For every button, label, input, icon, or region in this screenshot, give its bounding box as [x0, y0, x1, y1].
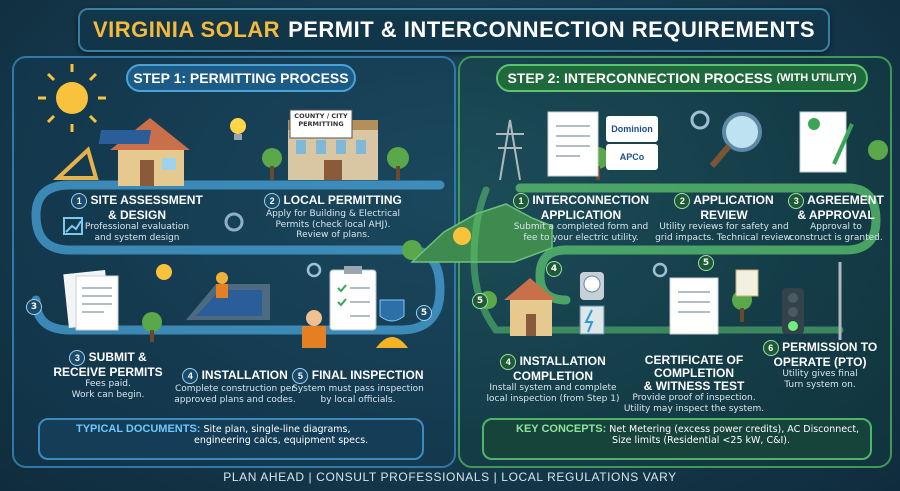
interconnect-step-3: 3 AGREEMENT & APPROVAL Approval to const…	[788, 193, 884, 243]
house-icon	[98, 118, 190, 186]
title-accent: VIRGINIA SOLAR	[92, 17, 281, 42]
step-number: 2	[264, 193, 281, 209]
magnifier-icon	[709, 112, 762, 168]
chart-icon	[63, 217, 83, 235]
title-main: PERMIT & INTERCONNECTION REQUIREMENTS	[288, 17, 816, 42]
lightbulb-icon	[230, 118, 246, 140]
step-number: 5	[292, 368, 309, 384]
gear-icon-review	[690, 110, 710, 130]
certificate-icon	[669, 269, 759, 335]
page-title: VIRGINIA SOLAR PERMIT & INTERCONNECTION …	[78, 8, 830, 52]
step-number: 4	[182, 368, 199, 384]
path-marker-left-3: 3	[26, 296, 42, 315]
permit-step-4: 4 INSTALLATION Complete construction per…	[174, 368, 296, 405]
permitting-sign-text: COUNTY / CITY PERMITTING	[294, 112, 348, 128]
permit-documents-icon	[63, 269, 119, 331]
interconnect-step-4: 4 INSTALLATION COMPLETION Install system…	[486, 354, 620, 404]
gear-icon-cert	[652, 262, 668, 278]
permitting-sign	[289, 109, 353, 139]
virginia-map-icon	[410, 203, 553, 263]
gear-icon	[224, 212, 244, 232]
path-marker-right-4: 4	[546, 258, 562, 277]
interconnection-path-lower	[470, 186, 844, 334]
step-number: 3	[788, 193, 805, 209]
permit-step-2: 2 LOCAL PERMITTING Apply for Building & …	[264, 193, 402, 240]
step1-label: STEP 1: PERMITTING PROCESS	[126, 64, 356, 92]
installation-roof-icon	[186, 272, 270, 320]
gear-icon-small	[306, 262, 322, 278]
key-concepts-label: KEY CONCEPTS:	[516, 423, 607, 435]
step2-label: STEP 2: INTERCONNECTION PROCESS (WITH UT…	[496, 64, 868, 92]
small-sun-icon	[156, 264, 172, 280]
path-marker-right-5a: 5	[698, 252, 714, 271]
typical-documents-content: TYPICAL DOCUMENTS: Site plan, single-lin…	[76, 423, 369, 447]
step2-subtitle: (WITH UTILITY)	[776, 72, 857, 84]
interconnect-step-5: CERTIFICATE OF COMPLETION & WITNESS TEST…	[623, 353, 765, 414]
hard-hat-icon	[376, 337, 408, 348]
key-concepts-bar	[482, 418, 872, 460]
inspector-icon	[302, 310, 326, 348]
interconnect-step-1: 1 INTERCONNECTION APPLICATION Submit a c…	[512, 193, 649, 243]
application-form-icon	[547, 111, 599, 177]
sun-icon	[38, 64, 106, 132]
permit-step-3: 3 SUBMIT & RECEIVE PERMITS Fees paid. Wo…	[53, 350, 163, 400]
typical-documents-label: TYPICAL DOCUMENTS:	[76, 423, 201, 435]
ruler-icon	[52, 146, 99, 180]
shield-icon	[379, 299, 405, 322]
step-number: 1	[71, 193, 88, 209]
agreement-document-icon	[799, 111, 854, 173]
map-sun-icon	[453, 227, 471, 245]
permit-step-5: 5 FINAL INSPECTION System must pass insp…	[292, 368, 424, 405]
interconnect-step-2: 2 APPLICATION REVIEW Utility reviews for…	[655, 193, 793, 243]
step-number: 6	[762, 340, 779, 356]
traffic-light-icon	[782, 288, 804, 334]
inspection-clipboard-icon	[329, 266, 377, 331]
step2-title: STEP 2: INTERCONNECTION PROCESS	[507, 70, 773, 86]
permit-step-1: 1 SITE ASSESSMENT & DESIGN Professional …	[62, 193, 212, 243]
step-number: 1	[512, 193, 529, 209]
dominion-logo: Dominion	[606, 116, 658, 142]
installed-house-icon	[504, 278, 556, 336]
footer-tagline: PLAN AHEAD | CONSULT PROFESSIONALS | LOC…	[223, 470, 677, 484]
typical-documents-bar	[38, 418, 424, 460]
interconnect-step-6: 6 PERMISSION TO OPERATE (PTO) Utility gi…	[758, 340, 882, 390]
step-number: 4	[500, 354, 517, 370]
apco-logo: APCo	[606, 144, 658, 170]
path-marker-left-5: 5	[416, 302, 432, 321]
meter-icon	[579, 272, 605, 335]
power-tower-icon	[496, 119, 524, 181]
step-number: 2	[674, 193, 691, 209]
interconnection-path	[515, 183, 881, 305]
key-concepts-content: KEY CONCEPTS: Net Metering (excess power…	[516, 423, 860, 447]
step-number: 3	[69, 350, 86, 366]
path-marker-right-5b: 5	[472, 290, 488, 309]
